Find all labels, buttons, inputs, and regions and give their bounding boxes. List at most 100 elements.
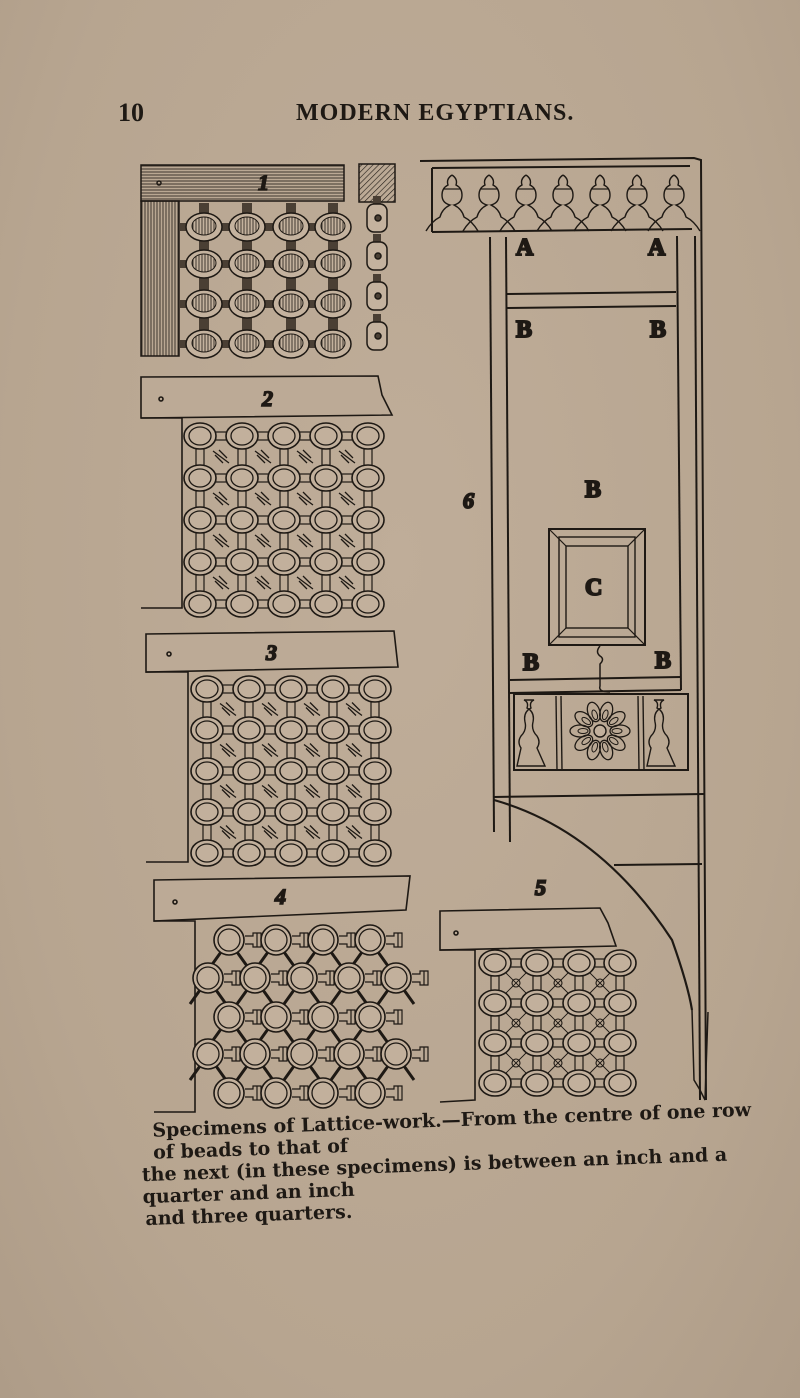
fig2-v-link [321, 489, 331, 509]
fig4-diag-spindle [235, 989, 275, 1005]
figure-6: A A B B 6 B C B B [419, 156, 709, 1101]
fig2-diagonal-link [296, 575, 314, 590]
fig3-ring-inner [237, 720, 261, 740]
fig3-ring-inner [195, 679, 219, 699]
rosette-petal-inner [608, 716, 619, 726]
fig4-spindle [412, 1046, 429, 1062]
fig3-diagonal-link [261, 784, 279, 799]
fig1-bead-hole [234, 293, 260, 313]
fig3-ring-inner [195, 720, 219, 740]
fig3-v-link [370, 823, 380, 842]
fig3-v-link [286, 741, 296, 760]
fig3-v-link [202, 741, 212, 760]
rosette-petal-inner [581, 736, 592, 746]
fig4-ring-inner [358, 928, 382, 952]
fig2-diagonal-link [212, 449, 230, 464]
fig5-ring-inner [608, 953, 632, 973]
rosette-petal [599, 701, 614, 723]
fig3-ring-inner [279, 720, 303, 740]
rosette-petal-inner [601, 709, 609, 721]
fig4-label: 4 [274, 884, 286, 909]
fig1-side-hole [374, 252, 382, 260]
fig2-diagonal-link [254, 575, 272, 590]
fig4-ring-inner [290, 966, 314, 990]
fig1-nail-hole [156, 180, 162, 186]
fig2-v-link [195, 531, 205, 551]
fig5-v-link [490, 1054, 500, 1072]
fig5-ring-inner [567, 1073, 591, 1093]
fig6-cornice-line [431, 165, 691, 169]
fig2-diagonal-link [254, 449, 272, 464]
fig2-ring-inner [272, 510, 296, 530]
running-title: MODERN EGYPTIANS. [296, 100, 575, 126]
fig4-ring-inner [337, 966, 361, 990]
fig1-label: 1 [258, 170, 269, 195]
fig4-diag-spindle [329, 989, 369, 1005]
fig4-spindle [271, 970, 288, 986]
fig1-side-peg [373, 314, 381, 322]
fig6-ornament-panel [513, 693, 689, 771]
fig1-vertical-bar [242, 203, 252, 355]
fig3-ring-inner [195, 802, 219, 822]
fig5-ring-inner [483, 1033, 507, 1053]
fig2-v-link [279, 489, 289, 509]
fig3-v-link [202, 782, 212, 801]
fig6-ornament-divider [555, 695, 558, 771]
fig4-ring-inner [217, 1005, 241, 1029]
fig2-ring-inner [356, 510, 380, 530]
fig5-star-connector [511, 1058, 521, 1068]
fig3-v-link [244, 782, 254, 801]
fig3-v-link [286, 823, 296, 842]
fig6-arch-finial [573, 174, 627, 232]
fig6-panel-c-mid [558, 536, 636, 638]
fig5-star-connector [553, 978, 563, 988]
fig6-letter-b-upper-right: B [650, 317, 666, 343]
fig4-spindle [318, 1046, 335, 1062]
fig2-v-link [279, 531, 289, 551]
rosette-petal [574, 734, 594, 752]
figure-4: 4 [153, 875, 429, 1113]
fig4-spindle [292, 1009, 309, 1025]
fig1-section-block [358, 163, 396, 203]
fig6-letter-b-lower-left: B [523, 650, 539, 676]
fig4-spindle [245, 1085, 262, 1101]
fig3-label: 3 [265, 640, 277, 665]
fig2-v-link [363, 489, 373, 509]
fig3-diagonal-link [303, 825, 321, 840]
fig2-ring-inner [188, 510, 212, 530]
fig3-ring-inner [363, 761, 387, 781]
fig3-v-link [370, 741, 380, 760]
fig4-spindle [224, 1046, 241, 1062]
fig6-letter-b-middle: B [585, 477, 601, 503]
fig1-top-rail [140, 164, 345, 202]
fig5-bracket-curve [493, 798, 694, 1011]
fig3-nail-hole [166, 651, 172, 657]
fig6-baluster-left-icon [516, 699, 547, 767]
rosette-icon [569, 701, 631, 761]
fig4-ring-inner [384, 966, 408, 990]
fig6-miter [627, 528, 646, 547]
fig5-v-link [574, 1054, 584, 1072]
fig2-v-link [237, 531, 247, 551]
fig3-v-link [328, 741, 338, 760]
fig2-v-link [321, 447, 331, 467]
fig6-letter-a-right: A [648, 235, 666, 261]
fig3-ring-inner [363, 679, 387, 699]
fig4-ring-inner [264, 1081, 288, 1105]
fig2-diagonal-link [296, 533, 314, 548]
fig5-ring-inner [608, 993, 632, 1013]
fig3-diagonal-link [345, 702, 363, 717]
fig2-v-link [195, 573, 205, 593]
fig3-ring-inner [321, 802, 345, 822]
fig6-arcade-frieze [425, 174, 701, 232]
fig3-ring-inner [237, 679, 261, 699]
rosette-petal-inner [608, 736, 619, 746]
fig5-top-rail [439, 907, 618, 951]
fig4-ring-inner [264, 1005, 288, 1029]
fig1-bead-hole [320, 216, 346, 236]
fig6-letter-b-upper-left: B [516, 317, 532, 343]
fig2-ring-inner [314, 426, 338, 446]
fig5-bracket-line [613, 863, 703, 866]
fig2-bead-grid [183, 422, 385, 618]
